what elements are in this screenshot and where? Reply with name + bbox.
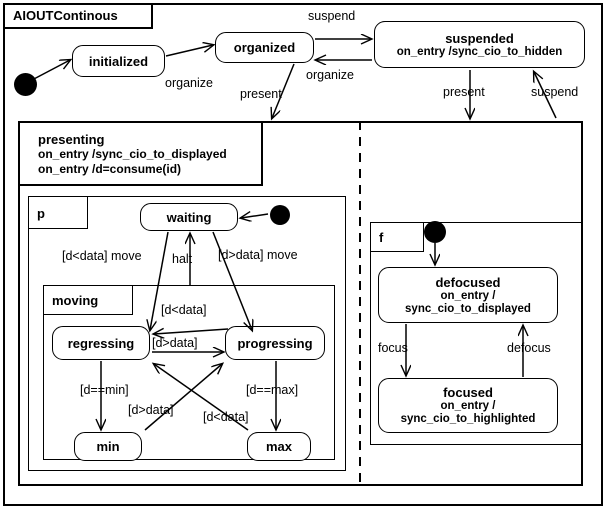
transition-label-present-right: present xyxy=(443,85,485,99)
transition-label-d-eq-max: [d==max] xyxy=(246,383,299,397)
state-entry-action: on_entry /sync_cio_to_hidden xyxy=(396,45,563,58)
presenting-title-tab: presenting on_entry /sync_cio_to_display… xyxy=(18,121,263,186)
region-label: f xyxy=(379,230,384,245)
state-initialized[interactable]: initialized xyxy=(72,45,165,77)
state-regressing[interactable]: regressing xyxy=(52,326,150,360)
state-focused[interactable]: focused on_entry / sync_cio_to_highlight… xyxy=(378,378,558,433)
state-waiting[interactable]: waiting xyxy=(140,203,238,231)
state-label: progressing xyxy=(237,335,313,351)
region-label: p xyxy=(37,205,45,221)
transition-label-d-gt-data-min: [d>data] xyxy=(128,403,174,417)
transition-label-present: present xyxy=(240,87,282,101)
state-entry-action-1: on_entry /sync_cio_to_displayed xyxy=(38,146,227,161)
region-f-title-tab: f xyxy=(370,222,424,252)
state-entry-action-2: on_entry /d=consume(id) xyxy=(38,161,182,176)
moving-title-tab: moving xyxy=(43,285,133,315)
region-f xyxy=(370,222,583,445)
state-organized[interactable]: organized xyxy=(215,32,314,63)
transition-label-organize-back: organize xyxy=(306,68,354,82)
region-p-title-tab: p xyxy=(28,196,88,229)
state-label: initialized xyxy=(88,53,149,69)
transition-label-defocus: defocus xyxy=(507,341,551,355)
state-entry-action-1: on_entry / xyxy=(440,400,496,412)
initial-state-node-f xyxy=(424,221,446,243)
page-title: AIOUTContinous xyxy=(13,8,118,23)
state-entry-action-2: sync_cio_to_highlighted xyxy=(400,413,536,425)
state-label: focused xyxy=(443,385,493,400)
composite-state-moving xyxy=(43,285,335,460)
transition-label-halt: halt xyxy=(172,252,193,266)
transition-label-focus: focus xyxy=(378,341,408,355)
transition-label-d-gt-data-move: [d>data] move xyxy=(218,248,298,262)
state-label: organized xyxy=(233,40,296,55)
transition-label-suspend-right: suspend xyxy=(531,85,579,99)
state-label: regressing xyxy=(67,335,135,351)
state-label: waiting xyxy=(166,209,212,225)
state-label: defocused xyxy=(435,274,501,290)
transition-label-d-gt-data: [d>data] xyxy=(152,336,198,350)
initial-state-node-root xyxy=(14,73,37,96)
initial-state-node-p xyxy=(270,205,290,225)
transition-label-d-lt-data-move: [d<data] move xyxy=(62,249,142,263)
state-suspended[interactable]: suspended on_entry /sync_cio_to_hidden xyxy=(374,21,585,68)
transition-label-d-lt-data: [d<data] xyxy=(161,303,207,317)
state-progressing[interactable]: progressing xyxy=(225,326,325,360)
state-max[interactable]: max xyxy=(247,432,311,461)
transition-label-suspend: suspend xyxy=(308,9,356,23)
diagram-frame xyxy=(3,3,603,506)
transition-label-d-lt-data-max: [d<data] xyxy=(203,410,249,424)
transition-label-organize: organize xyxy=(165,76,213,90)
transition-label-d-eq-min: [d==min] xyxy=(80,383,129,397)
state-label: presenting xyxy=(38,131,105,147)
state-min[interactable]: min xyxy=(74,432,142,461)
state-defocused[interactable]: defocused on_entry / sync_cio_to_display… xyxy=(378,267,558,323)
state-entry-action-2: sync_cio_to_displayed xyxy=(405,302,531,315)
state-label: max xyxy=(265,439,293,454)
state-label: moving xyxy=(52,293,99,308)
state-entry-action-1: on_entry / xyxy=(440,289,496,302)
state-label: suspended xyxy=(445,30,514,46)
state-label: min xyxy=(96,439,120,454)
region-p xyxy=(28,196,346,471)
diagram-title-tab: AIOUTContinous xyxy=(3,3,153,29)
